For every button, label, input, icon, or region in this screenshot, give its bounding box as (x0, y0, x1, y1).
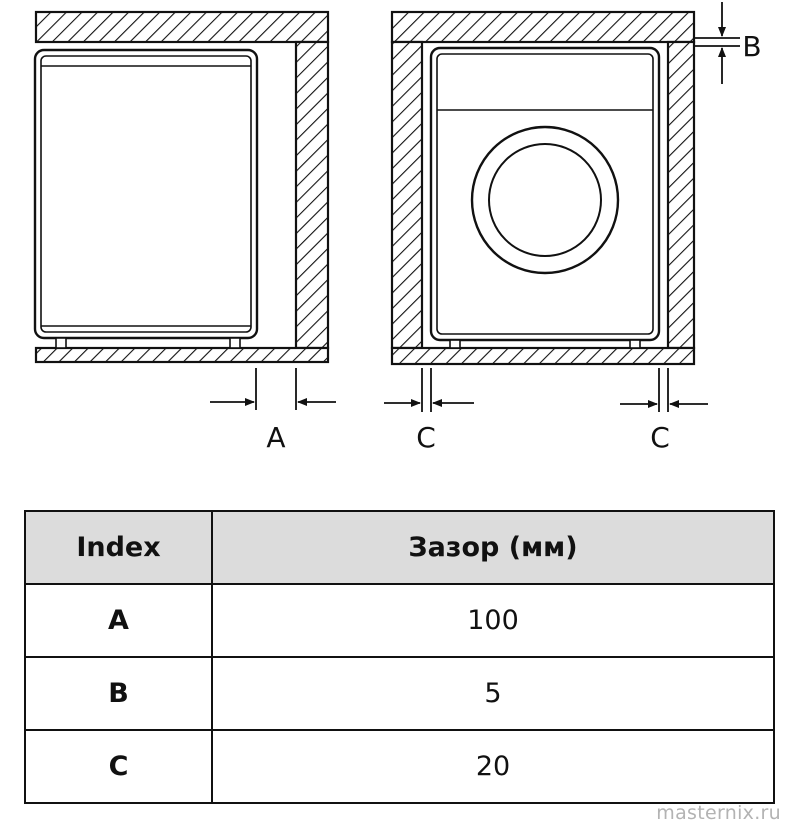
table-row: B 5 (24, 656, 775, 731)
washer-front-view (429, 46, 661, 349)
row-value: 20 (211, 729, 775, 804)
niche-top-wall (390, 10, 696, 44)
dimension-b: B (694, 2, 762, 84)
washer-foot (55, 337, 67, 349)
dimension-c-right: C (620, 368, 708, 454)
washer-foot (629, 339, 641, 349)
dimension-a: A (210, 368, 336, 454)
niche-left-wall (390, 40, 424, 350)
row-index: C (24, 729, 213, 804)
watermark: masternix.ru (656, 802, 781, 824)
dimension-label-b: B (742, 30, 761, 63)
dimension-label-c-left: C (416, 421, 436, 454)
niche-floor (34, 346, 330, 364)
niche-floor (390, 346, 696, 366)
dimension-label-a: A (266, 421, 285, 454)
row-index: A (24, 583, 213, 658)
row-value: 5 (211, 656, 775, 731)
installation-clearance-diagram: A B C C (33, 2, 762, 454)
row-value: 100 (211, 583, 775, 658)
table-row: A 100 (24, 583, 775, 658)
side-view-niche (34, 10, 330, 364)
washer-foot (449, 339, 461, 349)
row-index: B (24, 656, 213, 731)
washer-foot (229, 337, 241, 349)
niche-right-wall (666, 40, 696, 350)
washer-side-view (33, 48, 259, 349)
header-index: Index (24, 510, 213, 585)
door-glass (488, 143, 602, 257)
clearance-table: Index Зазор (мм) A 100 B 5 C 20 (24, 510, 775, 804)
dimension-c-left: C (384, 368, 474, 454)
header-gap: Зазор (мм) (211, 510, 775, 585)
niche-back-wall (294, 40, 330, 350)
niche-top-wall (34, 10, 330, 44)
table-row: C 20 (24, 729, 775, 804)
table-header-row: Index Зазор (мм) (24, 510, 775, 585)
dimension-label-c-right: C (650, 421, 670, 454)
front-view-niche (390, 10, 696, 366)
